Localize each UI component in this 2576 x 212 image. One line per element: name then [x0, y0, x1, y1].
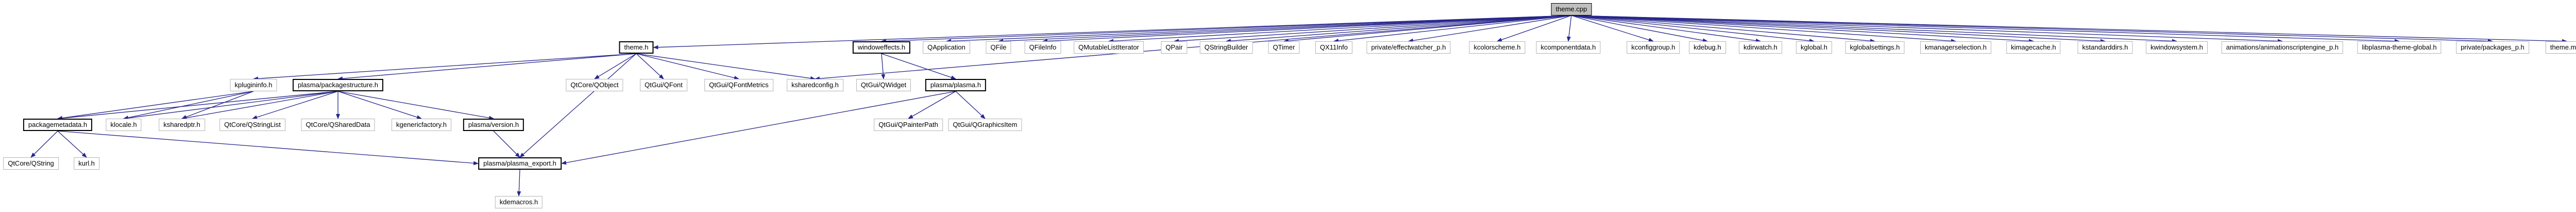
edge-theme_h--ksharedconfig_h	[636, 53, 816, 80]
edge-theme_cpp--qfileinfo	[1042, 15, 1572, 43]
edge-version_h--plasma_export_h	[493, 131, 520, 158]
edge-theme_cpp--qx11info	[1333, 15, 1572, 43]
node-kdebug_h: kdebug.h	[1689, 41, 1726, 54]
edge-theme_cpp--libplasma_theme_global	[1571, 15, 2400, 43]
node-windoweffects_h[interactable]: windoweffects.h	[852, 41, 911, 54]
edge-theme_cpp--kmanagerselection_h	[1571, 15, 1956, 43]
node-effectwatcher: private/effectwatcher_p.h	[1366, 41, 1451, 54]
edge-packagemetadata_h--qstring	[30, 131, 58, 158]
edge-theme_cpp--kglobalsettings_h	[1571, 15, 1875, 43]
edge-theme_cpp--kglobal_h	[1571, 15, 1815, 43]
node-theme_cpp[interactable]: theme.cpp	[1551, 3, 1592, 15]
edge-windoweffects_h--qwidget	[881, 53, 886, 79]
node-kcolorscheme_h: kcolorscheme.h	[1469, 41, 1526, 54]
edge-theme_cpp--windoweffects_h	[881, 15, 1572, 43]
edge-theme_cpp--theme_moc	[1571, 15, 2567, 43]
node-qgraphicsitem: QtGui/QGraphicsItem	[948, 119, 1022, 131]
node-kglobalsettings_h: kglobalsettings.h	[1845, 41, 1905, 54]
edge-packagestructure_h--qstringlist	[252, 91, 338, 120]
node-ksharedptr_h: ksharedptr.h	[159, 119, 205, 131]
node-kconfiggroup_h: kconfiggroup.h	[1626, 41, 1680, 54]
node-qwidget: QtGui/QWidget	[856, 79, 911, 91]
node-qfile: QFile	[986, 41, 1011, 54]
node-kimagecache_h: kimagecache.h	[2006, 41, 2061, 54]
node-qpair: QPair	[1161, 41, 1188, 54]
node-kplugininfo_h: kplugininfo.h	[230, 79, 277, 91]
node-plasma_plasma_h[interactable]: plasma/plasma.h	[925, 79, 987, 91]
node-packagemetadata_h[interactable]: packagemetadata.h	[23, 119, 93, 131]
node-qx11info: QX11Info	[1315, 41, 1352, 54]
node-kmanagerselection_h: kmanagerselection.h	[1920, 41, 1991, 54]
node-qtimer: QTimer	[1268, 41, 1300, 54]
edge-plasma_plasma_h--qpainterpath	[908, 91, 956, 119]
edge-kplugininfo_h--packagemetadata_h	[57, 91, 254, 120]
node-ksharedconfig_h: ksharedconfig.h	[787, 79, 843, 91]
edge-theme_h--qfontmetrics	[636, 53, 739, 80]
node-kwindowsystem_h: kwindowsystem.h	[2146, 41, 2208, 54]
edge-theme_cpp--qpair	[1174, 15, 1572, 43]
node-qfontmetrics: QtGui/QFontMetrics	[704, 79, 773, 91]
node-qobject: QtCore/QObject	[566, 79, 623, 91]
edge-theme_cpp--kimagecache_h	[1571, 15, 2034, 43]
node-qstringbuilder: QStringBuilder	[1199, 41, 1253, 54]
node-libplasma_theme_global: libplasma-theme-global.h	[2357, 41, 2442, 54]
node-kcomponentdata_h: kcomponentdata.h	[1536, 41, 1601, 54]
node-kurl_h: kurl.h	[74, 157, 99, 170]
edge-theme_cpp--kwindowsystem_h	[1571, 15, 2177, 43]
edge-theme_cpp--kcomponentdata_h	[1567, 15, 1572, 42]
node-kglobal_h: kglobal.h	[1795, 41, 1833, 54]
node-kdirwatch_h: kdirwatch.h	[1739, 41, 1782, 54]
edge-kplugininfo_h--klocale_h	[123, 91, 254, 120]
node-qfileinfo: QFileInfo	[1024, 41, 1061, 54]
node-qpainterpath: QtGui/QPainterPath	[874, 119, 943, 131]
edge-packagestructure_h--ksharedptr_h	[181, 91, 338, 120]
edge-theme_cpp--kcolorscheme_h	[1497, 15, 1572, 42]
edge-theme_cpp--qtimer	[1283, 15, 1572, 43]
edge-packagestructure_h--version_h	[337, 91, 494, 120]
node-qstringlist: QtCore/QStringList	[219, 119, 285, 131]
node-animscriptengine: animations/animationscriptengine_p.h	[2221, 41, 2344, 54]
edge-theme_h--plasma_export_h	[519, 53, 637, 158]
edge-windoweffects_h--plasma_plasma_h	[881, 53, 956, 79]
node-qstring: QtCore/QString	[3, 157, 59, 170]
edge-kplugininfo_h--ksharedptr_h	[181, 91, 254, 119]
edge-theme_h--packagestructure_h	[337, 53, 637, 81]
edge-theme_h--qfont	[636, 53, 664, 79]
edge-packagestructure_h--kgenericfactory_h	[337, 91, 422, 120]
edge-theme_cpp--qstringbuilder	[1226, 15, 1572, 43]
node-version_h[interactable]: plasma/version.h	[463, 119, 524, 131]
edge-packagestructure_h--klocale_h	[123, 91, 338, 120]
edge-packagemetadata_h--plasma_export_h	[57, 131, 479, 166]
node-packages_p: private/packages_p.h	[2456, 41, 2529, 54]
edge-theme_cpp--packages_p	[1571, 15, 2493, 43]
node-kgenericfactory_h: kgenericfactory.h	[391, 119, 452, 131]
edge-theme_cpp--qmutablelistiterator	[1108, 15, 1572, 43]
node-theme_moc: theme.moc	[2545, 41, 2576, 54]
edge-theme_cpp--kconfiggroup_h	[1571, 15, 1654, 42]
node-qmutablelistiterator: QMutableListIterator	[1074, 41, 1144, 54]
edge-packagemetadata_h--kurl_h	[57, 131, 87, 158]
edge-theme_cpp--qfile	[998, 15, 1572, 43]
edge-theme_cpp--animscriptengine	[1571, 15, 2283, 43]
edge-theme_cpp--kdirwatch_h	[1571, 15, 1761, 43]
node-klocale_h: klocale.h	[106, 119, 142, 131]
edge-plasma_plasma_h--qgraphicsitem	[955, 91, 986, 119]
node-kdemacros_h: kdemacros.h	[495, 196, 543, 208]
edge-theme_cpp--kdebug_h	[1571, 15, 1708, 43]
node-qfont: QtGui/QFont	[640, 79, 687, 91]
node-qapplication: QApplication	[923, 41, 970, 54]
edge-theme_h--qobject	[594, 53, 637, 79]
edge-packagestructure_h--packagemetadata_h	[57, 91, 338, 121]
node-plasma_export_h[interactable]: plasma/plasma_export.h	[478, 157, 562, 170]
node-qshareddata: QtCore/QSharedData	[301, 119, 375, 131]
edge-theme_cpp--qapplication	[946, 15, 1572, 43]
edge-theme_cpp--kstandarddirs_h	[1571, 15, 2106, 43]
edge-theme_cpp--effectwatcher	[1408, 15, 1572, 43]
edge-plasma_export_h--kdemacros_h	[517, 169, 521, 197]
node-theme_h[interactable]: theme.h	[619, 41, 654, 54]
node-packagestructure_h[interactable]: plasma/packagestructure.h	[292, 79, 384, 91]
edge-theme_h--kplugininfo_h	[253, 53, 637, 81]
node-kstandarddirs_h: kstandarddirs.h	[2077, 41, 2133, 54]
